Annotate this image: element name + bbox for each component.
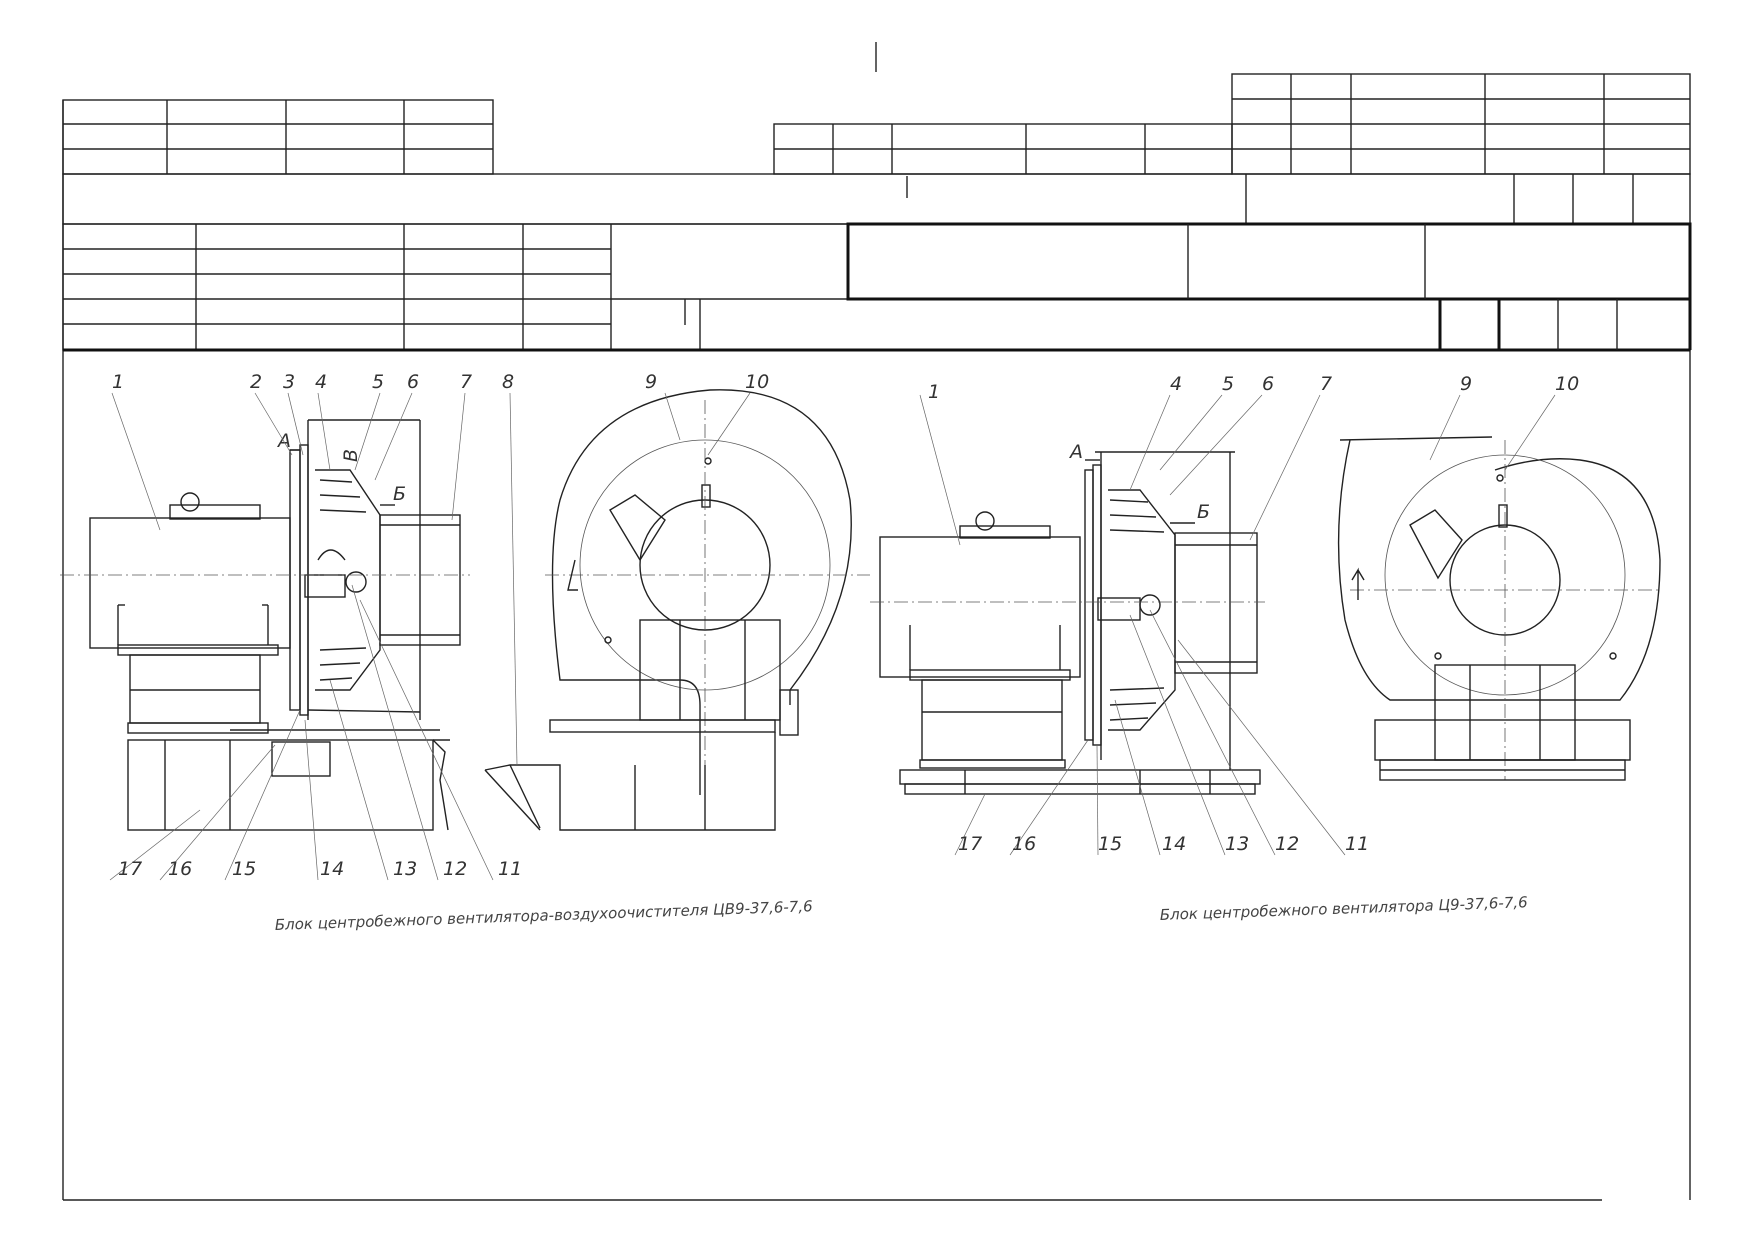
callout-6: 6	[407, 371, 419, 393]
callout-1: 1	[928, 381, 940, 403]
drawing-1-side-view: А В Б	[60, 419, 470, 831]
drawing-2-callouts: 1 4 5 6 7 9 10 17 16 15 14 13 12 11	[919, 373, 1579, 856]
callout-9: 9	[645, 371, 657, 393]
volute-casing	[551, 389, 852, 795]
base-frame	[127, 739, 434, 831]
rotation-arrow-icon	[1351, 567, 1365, 600]
callout-17: 17	[958, 833, 982, 855]
drawing-1-callouts: 1 2 3 4 5 6 7 8 9 10 17 16 15 14 13 12 1…	[109, 371, 769, 881]
callout-15: 15	[232, 858, 256, 880]
callout-14: 14	[320, 858, 344, 880]
callout-10: 10	[1555, 373, 1579, 395]
volute-casing	[1337, 439, 1661, 701]
callout-14: 14	[1162, 833, 1186, 855]
base-frame	[904, 783, 1256, 795]
section-mark-b: Б	[393, 483, 406, 505]
callout-3: 3	[283, 371, 295, 393]
rotation-arrow-icon	[567, 559, 578, 591]
callout-13: 13	[1225, 833, 1249, 855]
callout-4: 4	[315, 371, 327, 393]
callout-15: 15	[1098, 833, 1122, 855]
motor-body	[879, 536, 1081, 678]
title-block	[62, 73, 1692, 352]
drawing-frame	[62, 42, 1691, 1201]
callout-5: 5	[372, 371, 384, 393]
callout-1: 1	[112, 371, 124, 393]
section-mark-v: В	[340, 449, 362, 462]
drawing-2-side-view: А Б	[870, 441, 1265, 795]
callout-12: 12	[1275, 833, 1299, 855]
callout-16: 16	[168, 858, 192, 880]
title-block-left-table	[62, 99, 494, 175]
callout-5: 5	[1222, 373, 1234, 395]
callout-10: 10	[745, 371, 769, 393]
callout-11: 11	[498, 858, 522, 880]
callout-4: 4	[1170, 373, 1182, 395]
flange-plate	[289, 449, 301, 711]
callout-8: 8	[502, 371, 514, 393]
callout-13: 13	[393, 858, 417, 880]
callout-16: 16	[1012, 833, 1036, 855]
callout-6: 6	[1262, 373, 1274, 395]
callout-12: 12	[443, 858, 467, 880]
title-block-lower-band	[62, 222, 1692, 352]
drawing-1-caption: Блок центробежного вентилятора-воздухооч…	[275, 897, 813, 934]
section-mark-b: Б	[1197, 501, 1210, 523]
title-block-middle-table	[773, 123, 1233, 175]
callout-17: 17	[118, 858, 142, 880]
drawing-2-front-view	[1337, 436, 1661, 781]
title-block-right-table	[1231, 73, 1691, 175]
callout-7: 7	[1320, 373, 1332, 395]
inlet-duct	[379, 514, 461, 646]
impeller	[304, 469, 381, 691]
drawing-1-front-view	[484, 389, 870, 831]
inlet-duct	[1174, 532, 1258, 674]
impeller	[1097, 489, 1176, 731]
callout-11: 11	[1345, 833, 1369, 855]
callout-9: 9	[1460, 373, 1472, 395]
motor-body	[89, 517, 291, 649]
callout-7: 7	[460, 371, 472, 393]
callout-2: 2	[250, 371, 262, 393]
lifting-eye-icon	[180, 492, 200, 512]
title-block-main-band	[62, 173, 1691, 225]
section-mark-a: А	[1068, 441, 1083, 463]
lifting-eye-icon	[975, 511, 995, 531]
drawing-2-caption: Блок центробежного вентилятора Ц9-37,6-7…	[1160, 893, 1528, 924]
